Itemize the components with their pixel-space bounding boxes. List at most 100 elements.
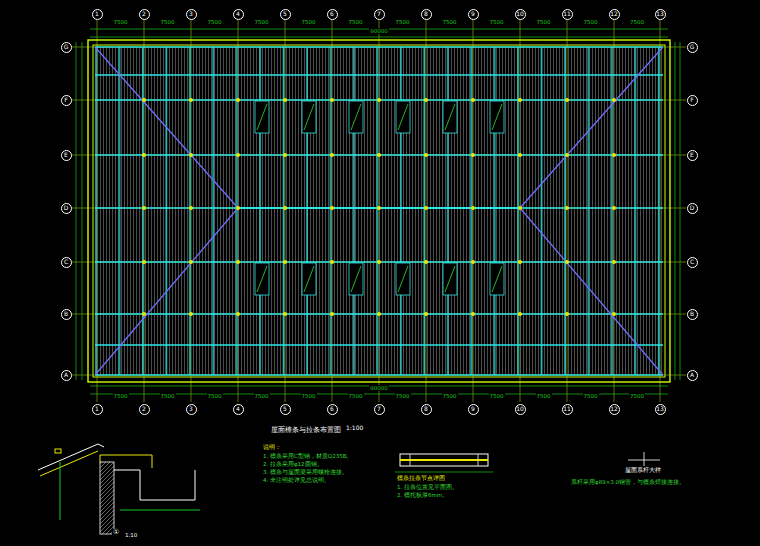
dimension-text: 7500	[395, 19, 411, 25]
dimension-text: 7500	[113, 19, 129, 25]
axis-bubble: 4	[233, 404, 244, 415]
axis-number: 8	[424, 406, 428, 412]
drawing-title: 屋面檩条与拉条布置图	[270, 427, 342, 434]
axis-bubble: G	[61, 42, 72, 53]
axis-number: 1	[95, 406, 99, 412]
axis-bubble: A	[687, 370, 698, 381]
axis-number: B	[64, 311, 68, 317]
axis-bubble: 9	[468, 404, 479, 415]
axis-number: 3	[189, 11, 193, 17]
axis-number: 6	[330, 406, 334, 412]
axis-number: 10	[516, 406, 524, 412]
axis-number: D	[690, 205, 695, 211]
dimension-text: 7500	[113, 393, 129, 399]
axis-bubble: 8	[421, 9, 432, 20]
axis-bubble: 11	[562, 404, 573, 415]
axis-number: 13	[656, 406, 664, 412]
axis-number: 10	[516, 11, 524, 17]
axis-bubble: 4	[233, 9, 244, 20]
dimension-text: 7500	[442, 393, 458, 399]
axis-number: 4	[236, 11, 240, 17]
axis-number: 3	[189, 406, 193, 412]
axis-number: 8	[424, 11, 428, 17]
axis-number: 11	[563, 406, 571, 412]
axis-bubble: D	[687, 203, 698, 214]
axis-number: 2	[142, 11, 146, 17]
axis-bubble: 13	[655, 404, 666, 415]
dimension-text: 7500	[160, 393, 176, 399]
axis-bubble: 7	[374, 9, 385, 20]
note-text: 屋面系杆大样	[624, 467, 662, 473]
axis-bubble: 3	[186, 9, 197, 20]
axis-bubble: 6	[327, 404, 338, 415]
axis-bubble: 11	[562, 9, 573, 20]
note-text: 3. 檩条与屋面梁采用螺栓连接。	[262, 469, 349, 475]
axis-number: 5	[283, 406, 287, 412]
axis-number: F	[690, 97, 693, 103]
axis-number: 7	[377, 406, 381, 412]
axis-number: 4	[236, 406, 240, 412]
dimension-text: 7500	[583, 19, 599, 25]
note-text: 4. 未注明处详见总说明。	[262, 477, 331, 483]
axis-bubble: F	[61, 95, 72, 106]
axis-number: B	[690, 311, 694, 317]
note-text: 1. 拉条位置见平面图。	[396, 484, 459, 490]
axis-bubble: 8	[421, 404, 432, 415]
dimension-text: 7500	[536, 19, 552, 25]
axis-bubble: G	[687, 42, 698, 53]
note-text: 1:10	[124, 532, 138, 538]
dimension-text: 90000	[369, 385, 389, 391]
note-text: 1:100	[345, 425, 364, 432]
axis-bubble: B	[61, 309, 72, 320]
dimension-text: 7500	[348, 393, 364, 399]
axis-number: 12	[610, 406, 618, 412]
axis-bubble: D	[61, 203, 72, 214]
dimension-text: 7500	[629, 393, 645, 399]
axis-bubble: 2	[139, 9, 150, 20]
axis-number: A	[64, 372, 68, 378]
axis-bubble: 5	[280, 404, 291, 415]
axis-number: D	[64, 205, 69, 211]
axis-number: 11	[563, 11, 571, 17]
axis-bubble: 10	[515, 9, 526, 20]
dimension-text: 7500	[207, 19, 223, 25]
note-text: 1. 檩条采用C型钢，材质Q235B。	[262, 453, 353, 459]
axis-bubble: 1	[92, 404, 103, 415]
dimension-text: 7500	[583, 393, 599, 399]
axis-bubble: 7	[374, 404, 385, 415]
dimension-text: 7500	[489, 393, 505, 399]
axis-bubble: 1	[92, 9, 103, 20]
axis-number: 6	[330, 11, 334, 17]
dimension-text: 7500	[254, 19, 270, 25]
axis-number: G	[690, 44, 695, 50]
note-text: 檩条拉条节点详图	[396, 475, 446, 482]
note-text: 说明：	[262, 444, 282, 451]
dimension-text: 7500	[536, 393, 552, 399]
axis-number: 12	[610, 11, 618, 17]
dimension-text: 7500	[207, 393, 223, 399]
axis-bubble: 3	[186, 404, 197, 415]
note-text: 系杆采用φ89×3.0钢管，与檩条焊接连接。	[570, 479, 686, 485]
axis-number: 2	[142, 406, 146, 412]
axis-bubble: C	[61, 257, 72, 268]
dimension-text: 7500	[254, 393, 270, 399]
note-text: 2. 檩托板厚6mm。	[396, 492, 449, 498]
dimension-text: 7500	[301, 393, 317, 399]
axis-number: 5	[283, 11, 287, 17]
axis-number: G	[64, 44, 69, 50]
axis-bubble: E	[61, 150, 72, 161]
axis-bubble: 12	[609, 404, 620, 415]
dimension-text: 7500	[489, 19, 505, 25]
axis-bubble: B	[687, 309, 698, 320]
dimension-text: 90000	[369, 28, 389, 34]
note-text: 2. 拉条采用φ12圆钢。	[262, 461, 324, 467]
axis-number: E	[64, 152, 68, 158]
axis-bubble: A	[61, 370, 72, 381]
dimension-text: 7500	[348, 19, 364, 25]
axis-bubble: 6	[327, 9, 338, 20]
dimension-text: 7500	[442, 19, 458, 25]
axis-bubble: C	[687, 257, 698, 268]
axis-bubble: 5	[280, 9, 291, 20]
